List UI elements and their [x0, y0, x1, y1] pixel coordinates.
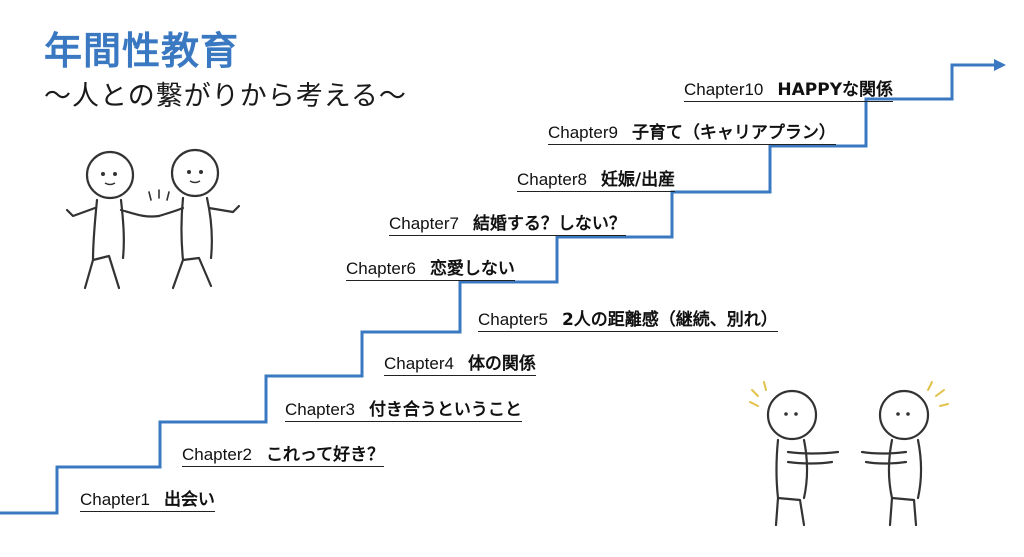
chapter-number: Chapter10: [684, 80, 764, 99]
chapter-number: Chapter9: [548, 123, 618, 142]
chapter-10: Chapter10 HAPPYな関係: [684, 80, 894, 102]
chapter-topic: 出会い: [163, 490, 215, 510]
chapter-9: Chapter9 子育て（キャリアプラン）: [548, 123, 836, 145]
chapter-3: Chapter3 付き合うということ: [285, 400, 522, 422]
chapter-topic: 恋愛しない: [429, 259, 515, 279]
chapter-4: Chapter4 体の関係: [384, 354, 536, 376]
chapter-topic: 妊娠/出産: [600, 170, 676, 190]
page-subtitle: 〜人との繋がりから考える〜: [44, 81, 407, 112]
chapter-number: Chapter5: [478, 310, 548, 329]
chapter-number: Chapter6: [346, 259, 416, 278]
chapter-topic: HAPPYな関係: [777, 80, 894, 100]
chapter-topic: これって好き？: [265, 445, 385, 465]
chapter-6: Chapter6 恋愛しない: [346, 259, 515, 281]
chapter-number: Chapter2: [182, 445, 252, 464]
chapter-7: Chapter7 結婚する？しない？: [389, 214, 626, 236]
chapter-number: Chapter4: [384, 354, 454, 373]
chapter-number: Chapter1: [80, 490, 150, 509]
holding-hands-illustration: [65, 148, 241, 290]
chapter-topic: 結婚する？しない？: [472, 214, 626, 234]
chapter-5: Chapter5 2人の距離感（継続、別れ）: [478, 310, 778, 332]
chapter-1: Chapter1 出会い: [80, 490, 215, 512]
chapter-number: Chapter8: [517, 170, 587, 189]
chapter-8: Chapter8 妊娠/出産: [517, 170, 676, 192]
chapter-2: Chapter2 これって好き？: [182, 445, 385, 467]
chapter-topic: 2人の距離感（継続、別れ）: [561, 310, 778, 330]
chapter-number: Chapter7: [389, 214, 459, 233]
chapter-number: Chapter3: [285, 400, 355, 419]
chapter-topic: 体の関係: [467, 354, 536, 374]
reaching-out-illustration: [749, 381, 949, 527]
chapter-topic: 付き合うということ: [368, 400, 522, 420]
chapter-topic: 子育て（キャリアプラン）: [631, 123, 836, 143]
page-title: 年間性教育: [44, 29, 240, 73]
arrow-head-icon: [994, 59, 1006, 71]
